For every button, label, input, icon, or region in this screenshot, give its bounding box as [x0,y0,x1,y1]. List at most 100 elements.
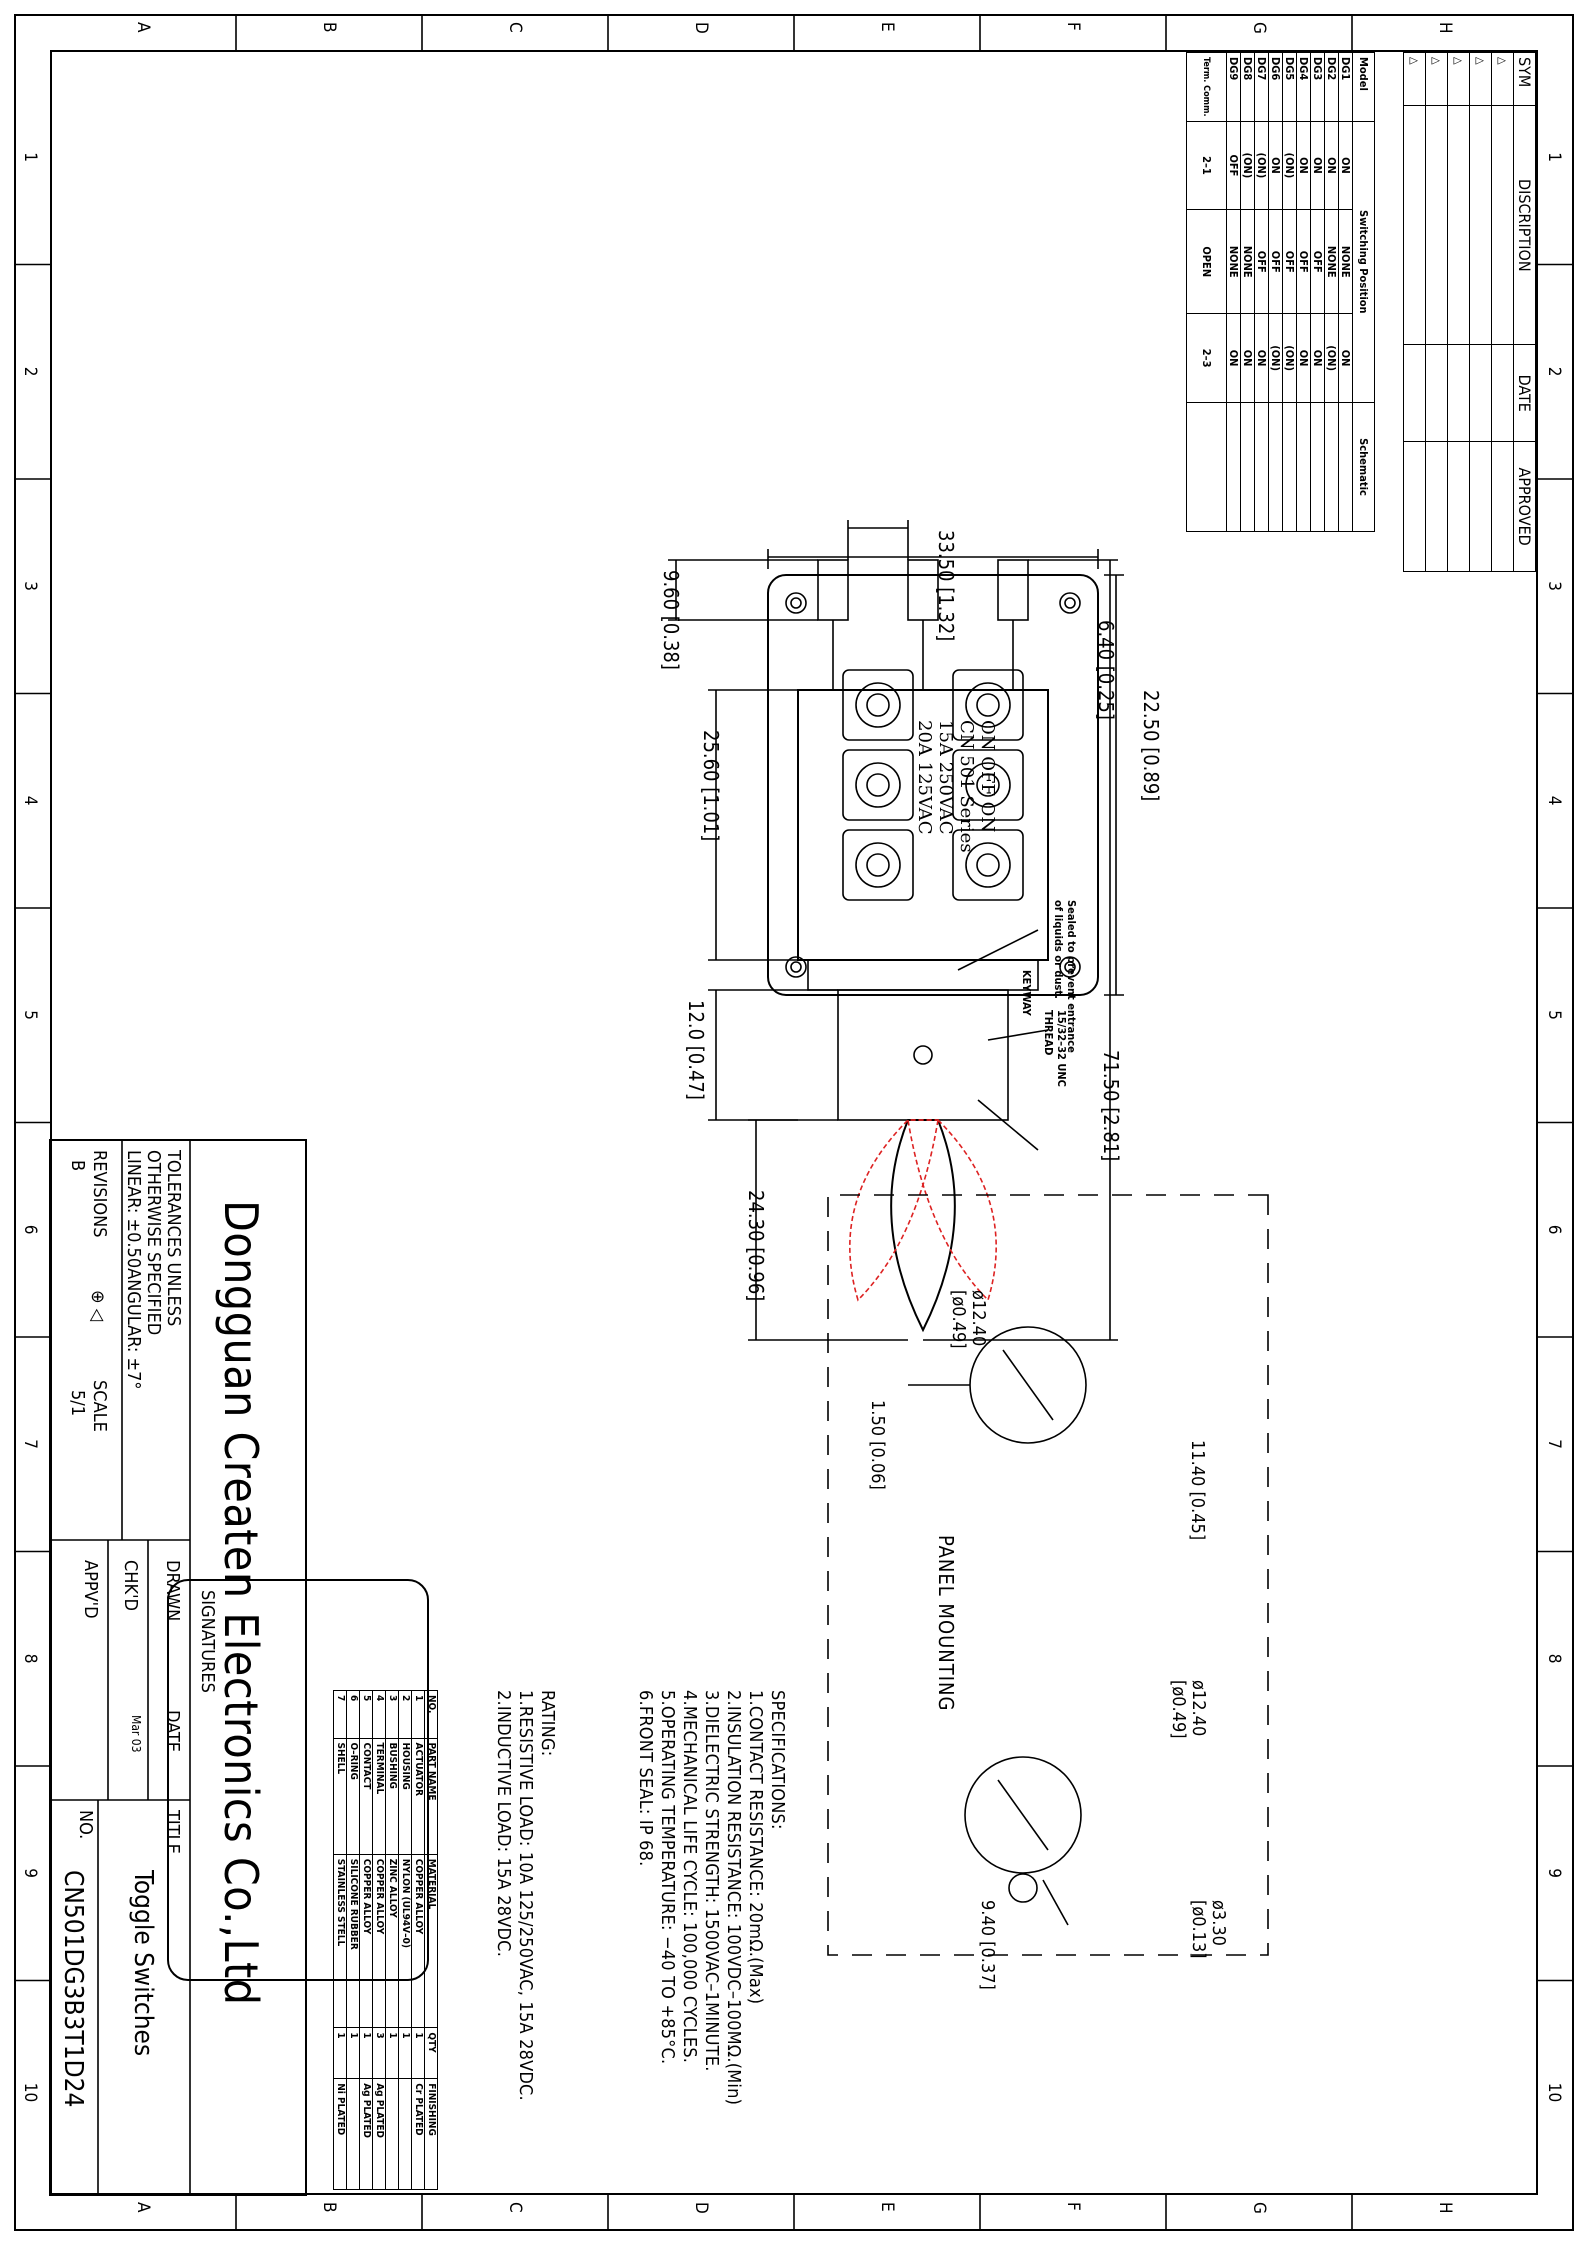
parts-cell: NO. [424,1690,438,1739]
parts-cell: Cr PLATED [411,2078,425,2190]
specifications-heading: SPECIFICATIONS: [767,1690,788,1830]
parts-cell: BUSHING [385,1738,399,1855]
parts-cell: Ag PLATED [359,2078,373,2190]
bottom-view-width-dim: 22.50 [0.89] [1139,690,1163,802]
approved-label: APPV'D [80,1560,101,1619]
parts-cell [346,2078,360,2190]
parts-cell: MATERIAL [424,1854,438,2028]
parts-cell: ZINC ALLOY [385,1854,399,2028]
revisions-label: REVISIONS [89,1150,110,1238]
parts-cell: 1 [385,2027,399,2079]
drawn-label: DRAWN [162,1560,183,1622]
parts-cell: QTY [424,2027,438,2079]
parts-cell: 3 [372,2027,386,2079]
parts-cell: 1 [333,2027,347,2079]
bottom-view [767,549,1124,996]
parts-cell: 4 [372,1690,386,1739]
parts-cell: PART NAME [424,1738,438,1855]
company-name: Dongguan Createn Electronics Co.,Ltd [214,1200,268,2006]
actuator-length-dim: 24.30 [0.96] [744,1190,768,1302]
spec-line: 5.OPERATING TEMPERATURE: −40 TO +85°C. [657,1690,678,2065]
parts-cell: 5 [359,1690,373,1739]
no-label: NO. [75,1810,96,1840]
terminal-gap-dim: 6.40 [0.25] [1094,620,1118,720]
spec-line: 6.FRONT SEAL: IP 68. [635,1690,656,1867]
panel-key-width: 1.50 [0.06] [867,1400,888,1490]
parts-cell: 1 [346,2027,360,2079]
terminal-length-dim: 9.60 [0.38] [659,570,683,670]
parts-cell [385,2078,399,2190]
parts-cell: HOUSING [398,1738,412,1855]
parts-cell: ACTUATOR [411,1738,425,1855]
parts-cell: SILICONE RUBBER [346,1854,360,2028]
specifications: SPECIFICATIONS: 1.CONTACT RESISTANCE: 20… [634,1690,788,2105]
title-label: TITLE [162,1810,183,1854]
parts-cell: COPPER ALLOY [411,1854,425,2028]
overall-length-dim: 71.50 [2.81] [1099,1050,1123,1162]
spec-line: 3.DIELECTRIC STRENGTH: 1500VAC–1MINUTE. [701,1690,722,2072]
parts-cell: COPPER ALLOY [359,1854,373,2028]
panel-dia-1: ø12.40 [ø0.49] [948,1290,989,1349]
parts-cell: Ni PLATED [333,2078,347,2190]
thread-note: 15/32–32 UNC THREAD [1042,1010,1068,1087]
parts-cell: 6 [346,1690,360,1739]
parts-cell: STAINLESS STELL [333,1854,347,2028]
spec-line: 1.CONTACT RESISTANCE: 20mΩ.(Max) [745,1690,766,2005]
rating: RATING: 1.RESISTIVE LOAD: 10A 125/250VAC… [492,1690,558,2101]
spec-line: 2.INSULATION RESISTANCE: 100VDC–100MΩ.(M… [723,1690,744,2106]
parts-cell: 1 [398,2027,412,2079]
parts-cell: O–RING [346,1738,360,1855]
bottom-view-height-dim: 33.50 [1.32] [934,530,958,642]
checked-label: CHK'D [120,1560,141,1612]
parts-cell: COPPER ALLOY [372,1854,386,2028]
date-label: DATE [162,1710,183,1752]
parts-cell: CONTACT [359,1738,373,1855]
tolerances: TOLERANCES UNLESS OTHERWISE SPECIFIED LI… [123,1150,184,1390]
bushing-length-dim: 12.0 [0.47] [684,1000,708,1100]
parts-cell: TERMINAL [372,1738,386,1855]
parts-cell: 1 [359,2027,373,2079]
panel-dia-2: ø12.40 [ø0.49] [1168,1680,1209,1739]
parts-cell: 1 [411,1690,425,1739]
parts-cell: 2 [398,1690,412,1739]
date-value: Mar 03 [129,1715,143,1753]
signatures-label: SIGNATURES [197,1590,218,1693]
gdt-symbols: ⊕ ◁ [87,1290,108,1322]
parts-cell: FINISHING [424,2078,438,2190]
front-view [167,1579,429,1981]
scale-value: 5/1 [67,1390,88,1417]
rating-line: 1.RESISTIVE LOAD: 10A 125/250VAC, 15A 28… [515,1690,536,2101]
rating-line: 2.INDUCTIVE LOAD: 15A 28VDC. [493,1690,514,1958]
parts-cell: Ag PLATED [372,2078,386,2190]
side-view [668,520,1118,1341]
scale-label: SCALE [89,1380,110,1432]
keyway-note: KEYWAY [1020,970,1033,1016]
panel-offset: 9.40 [0.37] [977,1900,998,1990]
parts-cell: 7 [333,1690,347,1739]
panel-key-height: 11.40 [0.45] [1187,1440,1208,1541]
parts-cell: 3 [385,1690,399,1739]
parts-cell [398,2078,412,2190]
parts-cell: SHELL [333,1738,347,1855]
body-length-dim: 25.60 [1.01] [699,730,723,842]
panel-mounting-box [827,1194,1269,1956]
rating-heading: RATING: [537,1690,558,1757]
panel-mounting-title: PANEL MOUNTING [934,1535,958,1712]
panel-small-dia: ø3.30 [ø0.13] [1188,1900,1229,1959]
drawing-title: Toggle Switches [128,1870,158,2057]
spec-line: 4.MECHANICAL LIFE CYCLE: 100,000 CYCLES. [679,1690,700,2064]
parts-cell: NYLON (UL94V–0) [398,1854,412,2028]
revision-letter: B [67,1160,88,1172]
